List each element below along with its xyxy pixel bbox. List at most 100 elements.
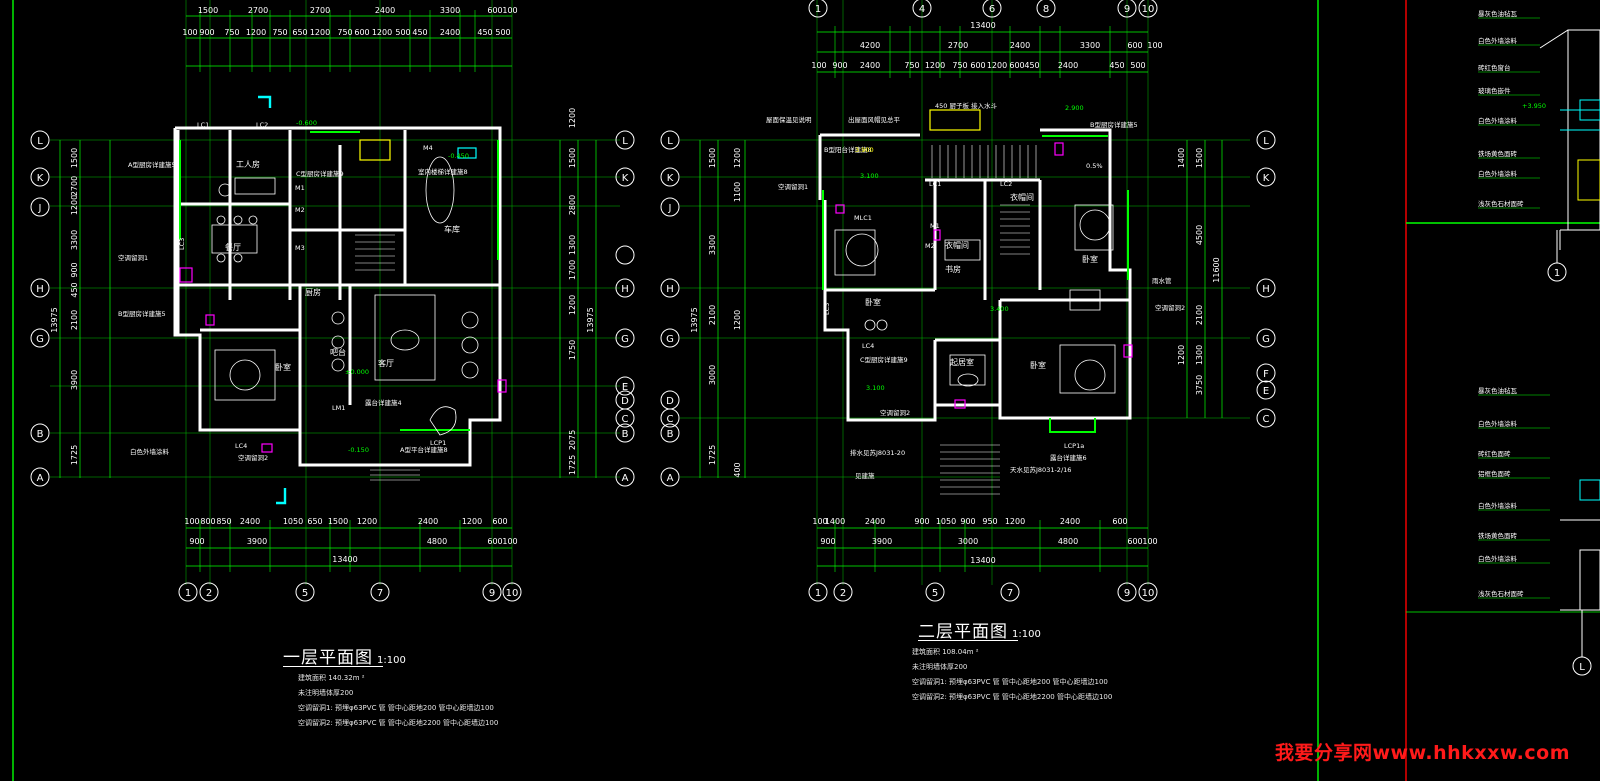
room-label: 卧室: [275, 362, 291, 372]
annotation: LCP1: [430, 439, 446, 447]
row-label: B: [667, 429, 674, 440]
annotation: C型厨房详建施9: [860, 355, 908, 364]
dim-text: 600: [492, 517, 507, 526]
row-label: L: [37, 136, 43, 147]
material-label: 白色外墙涂料: [1478, 169, 1518, 178]
dim-text: 1300: [1195, 345, 1204, 365]
dim-text: 500: [495, 28, 510, 37]
plan-1: 1 2 5 7 9 10 L K J H G B A L K H G E D C…: [30, 0, 635, 602]
dim-text: 2400: [375, 6, 395, 15]
dim-text: 1750: [568, 340, 577, 360]
row-label: J: [38, 203, 42, 214]
dim-text: 2700: [310, 6, 330, 15]
dim-total: 13400: [970, 21, 995, 30]
dim-text: 1200: [568, 295, 577, 315]
annotation: LC2: [256, 121, 268, 129]
dim-text: 4200: [860, 41, 880, 50]
dim-text: 600: [1112, 517, 1127, 526]
annotation: 白色外墙涂料: [130, 447, 170, 456]
annotation: 室内楼梯详建施8: [418, 167, 468, 176]
plan-2-title-underline: [918, 640, 1018, 641]
plan-2-note: 空调留洞1: 预埋φ63PVC 管 管中心距地200 管中心距墙边100: [912, 678, 1108, 686]
annotation: LM1: [332, 404, 345, 412]
dim-text: 500: [395, 28, 410, 37]
dim-text: 750: [904, 61, 919, 70]
annotation: 雨水管: [1152, 276, 1172, 285]
room-label: 厨房: [305, 287, 321, 297]
dim-text: 100: [1142, 537, 1157, 546]
dim-text: 1200: [70, 195, 79, 215]
annotation: 屋面保温见说明: [766, 115, 812, 124]
room-label: 起居室: [950, 357, 974, 367]
annotation: 0.5%: [1086, 162, 1103, 170]
room-label: 车库: [444, 224, 460, 234]
annotation: 空调留洞2: [238, 453, 268, 462]
annotation: 3.100: [860, 172, 879, 180]
dim-text: 1200: [1177, 345, 1186, 365]
row-label: C: [622, 414, 629, 425]
annotation: M1: [295, 184, 305, 192]
dim-text: 1700: [568, 260, 577, 280]
annotation: MLC1: [854, 214, 872, 222]
plan-1-annotations: A型厨房详建施5 B型厨房详建施5 C型厨房详建施9 露台详建施4 空调留洞2 …: [118, 119, 469, 462]
material-label: 白色外墙涂料: [1478, 419, 1518, 428]
axis-label: 8: [1043, 4, 1049, 15]
plan-1-title-text: 一层平面图: [283, 648, 373, 668]
dim-text: 1200: [987, 61, 1007, 70]
annotation: M2: [295, 206, 305, 214]
dim-text: 450: [1109, 61, 1124, 70]
plan-2-notes: 建筑面积 108.04m ² 未注明墙体厚200 空调留洞1: 预埋φ63PVC…: [912, 645, 1112, 705]
dim-total: 13400: [970, 556, 995, 565]
row-label: G: [621, 334, 629, 345]
dim-text: 2100: [1195, 305, 1204, 325]
plan-1-notes: 建筑面积 140.32m ² 未注明墙体厚200 空调留洞1: 预埋φ63PVC…: [298, 671, 498, 731]
material-label: 玻璃色嵌件: [1478, 86, 1511, 95]
material-label: 浅灰色石材面砖: [1478, 589, 1524, 598]
plan-1-stair: [355, 234, 420, 481]
dim-text: 750: [224, 28, 239, 37]
annotation: M2: [925, 242, 935, 250]
plan-2-walls: [818, 128, 1132, 422]
dim-text: 2400: [1060, 517, 1080, 526]
dim-text: 900: [914, 517, 929, 526]
annotation: 露台详建施6: [1050, 453, 1087, 462]
row-label: H: [36, 284, 44, 295]
plan-1-grid-lines: [50, 0, 620, 585]
row-label: G: [36, 334, 44, 345]
dim-text: 2700: [248, 6, 268, 15]
dim-text: 1200: [372, 28, 392, 37]
annotation: ±0.000: [345, 368, 369, 376]
dim-text: 1400: [825, 517, 845, 526]
plan-2-ticks: [834, 26, 1111, 572]
row-label: J: [668, 203, 672, 214]
dim-text: 3000: [958, 537, 978, 546]
plan-1-room-labels: 工人房 餐厅 卧室 客厅 吧台 车库 厨房: [225, 159, 460, 372]
dim-text: 3900: [872, 537, 892, 546]
dim-text: 4500: [1195, 225, 1204, 245]
dim-text: 900: [70, 262, 79, 277]
dim-text: 750: [952, 61, 967, 70]
axis-label: 9: [1124, 588, 1130, 599]
row-label: B: [37, 429, 44, 440]
plan-1-dimension-lines: [59, 15, 597, 567]
dim-text: 1200: [925, 61, 945, 70]
plan-2-grid-lines: [680, 0, 1250, 585]
material-label: 白色外墙涂料: [1478, 116, 1518, 125]
dim-text: 3300: [440, 6, 460, 15]
annotation: 3.100: [866, 384, 885, 392]
annotation: B型厨房详建施5: [1090, 120, 1138, 129]
dim-text: 1725: [70, 445, 79, 465]
plan-1-left-dimension-text: 1500 2700 1200 3300 900 450 2100 3900 17…: [50, 108, 595, 475]
axis-label: 2: [840, 588, 846, 599]
row-label: E: [1263, 386, 1269, 397]
annotation: -0.600: [296, 119, 317, 127]
dim-text: 2100: [708, 305, 717, 325]
dim-text: 1500: [198, 6, 218, 15]
dim-text: 2400: [240, 517, 260, 526]
plan-1-note: 未注明墙体厚200: [298, 689, 354, 697]
material-label: +3.950: [1522, 102, 1546, 110]
dim-text: 750: [337, 28, 352, 37]
row-label: D: [666, 396, 674, 407]
row-label: H: [1262, 284, 1270, 295]
